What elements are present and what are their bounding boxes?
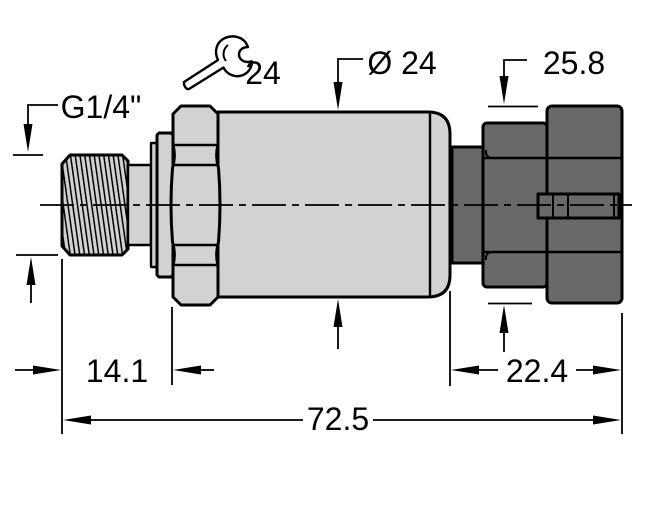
- dimension-thread-length: 14.1: [15, 259, 214, 434]
- label-connector-width: 25.8: [543, 45, 605, 81]
- label-wrench-size: 24: [245, 55, 281, 91]
- label-connector-length: 22.4: [506, 353, 568, 389]
- label-body-diameter: Ø 24: [367, 45, 436, 81]
- arrow-down-icon: [333, 82, 343, 110]
- arrow-left-icon: [451, 365, 479, 375]
- arrow-up-icon: [26, 257, 36, 285]
- connector-pin: [536, 192, 621, 220]
- label-overall-length: 72.5: [307, 401, 369, 437]
- arrow-left-icon: [173, 365, 201, 375]
- arrow-up-icon: [499, 305, 509, 333]
- arrow-right-icon: [33, 365, 61, 375]
- label-thread-size: G1/4": [61, 89, 142, 125]
- arrow-down-icon: [23, 124, 33, 152]
- wrench-icon: [182, 35, 254, 91]
- arrow-right-icon: [593, 415, 621, 425]
- dimension-connector-length: 22.4: [449, 291, 621, 389]
- dimension-connector-width: 25.8: [488, 45, 605, 352]
- collar-lip-top: [484, 149, 493, 159]
- arrow-right-icon: [593, 365, 621, 375]
- hex-nut: [169, 104, 222, 307]
- leader-line: [337, 58, 363, 84]
- dimension-wrench-size: 24: [182, 35, 281, 91]
- dimension-thread-size: G1/4": [13, 89, 141, 303]
- arrow-up-icon: [333, 299, 343, 327]
- dimension-body-diameter: Ø 24: [333, 45, 437, 349]
- dimension-overall-length: 72.5: [63, 313, 623, 437]
- arrow-down-icon: [499, 76, 509, 104]
- sensor-part-views: [40, 104, 632, 307]
- collar-lip-bottom: [484, 251, 493, 261]
- arrow-left-icon: [63, 415, 91, 425]
- leader-line: [503, 59, 527, 78]
- leader-line: [27, 104, 58, 126]
- label-thread-length: 14.1: [86, 353, 148, 389]
- wrench-inner-curl: [222, 44, 229, 62]
